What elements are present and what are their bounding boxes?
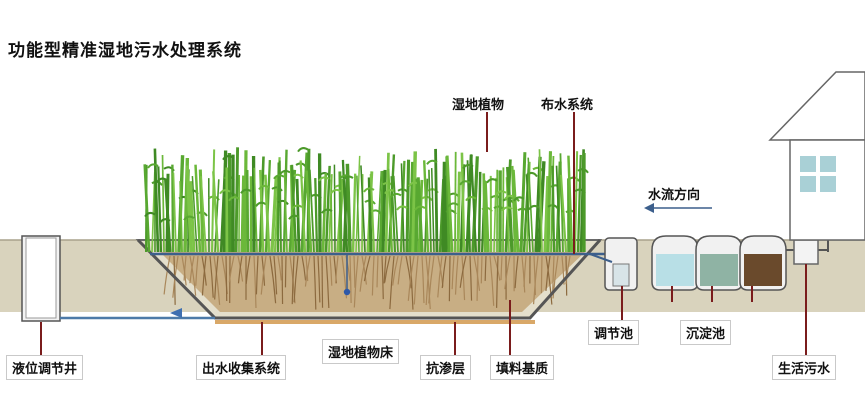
label-wetland-plants: 湿地植物 [452, 94, 504, 113]
label-sedimentation-tank: 沉淀池 [680, 320, 731, 345]
root-strand [541, 256, 542, 293]
plant-stem [334, 165, 335, 252]
house-window [800, 176, 816, 192]
plant-stem [383, 170, 385, 252]
plant-stem [548, 151, 550, 252]
flow-direction-arrow-icon [644, 203, 654, 213]
root-strand [282, 256, 283, 304]
plant-stem [224, 151, 226, 252]
plant-stem [553, 166, 554, 252]
sedimentation-tanks [652, 236, 786, 290]
sedimentation-tank-1-water [656, 254, 694, 286]
label-outlet-collection: 出水收集系统 [196, 355, 286, 380]
plant-leaf [319, 177, 329, 181]
label-filler-substrate: 填料基质 [490, 355, 554, 380]
plant-stem [407, 160, 409, 252]
diagram-title: 功能型精准湿地污水处理系统 [8, 36, 242, 61]
distribution-nozzle [344, 289, 350, 295]
wetland-plants [145, 147, 588, 252]
house-window [800, 156, 816, 172]
sedimentation-tank-3-sludge [744, 254, 782, 286]
plant-stem [340, 171, 341, 252]
plant-stem [331, 180, 332, 252]
label-domestic-sewage: 生活污水 [772, 355, 836, 380]
plant-stem [163, 155, 164, 252]
plant-stem [479, 172, 480, 252]
plant-leaf [448, 203, 458, 207]
house-roof [770, 72, 865, 140]
plant-stem [386, 153, 388, 252]
label-flow-direction: 水流方向 [648, 184, 700, 203]
plant-stem [416, 179, 417, 252]
plant-stem [575, 151, 577, 252]
label-anti-seepage: 抗渗层 [420, 355, 471, 380]
level-well-inner [26, 238, 56, 318]
root-strand [226, 256, 227, 301]
root-strand [481, 256, 482, 283]
plant-stem [236, 147, 238, 252]
root-strand [449, 256, 450, 301]
label-regulating-tank: 调节池 [588, 320, 639, 345]
plant-stem [247, 170, 248, 252]
label-level-well: 液位调节井 [6, 355, 83, 380]
plant-leaf [259, 186, 269, 190]
plant-stem [455, 152, 456, 252]
plant-stem [229, 153, 230, 252]
label-plant-bed: 湿地植物床 [322, 339, 399, 364]
plant-stem [458, 172, 459, 252]
house-window [820, 176, 836, 192]
plant-leaf [391, 194, 401, 198]
root-strand [285, 256, 286, 287]
house-window [820, 156, 836, 172]
sedimentation-tank-2-water [700, 254, 738, 286]
plant-leaf [298, 148, 308, 152]
plant-stem [245, 150, 246, 252]
plant-stem [443, 162, 444, 252]
plant-stem [242, 176, 244, 252]
plant-stem [436, 149, 437, 252]
house [770, 72, 865, 240]
regulating-tank-chamber [613, 264, 629, 286]
root-strand [322, 256, 323, 308]
sewage-inspection-box [794, 240, 818, 264]
label-water-distribution: 布水系统 [541, 94, 593, 113]
